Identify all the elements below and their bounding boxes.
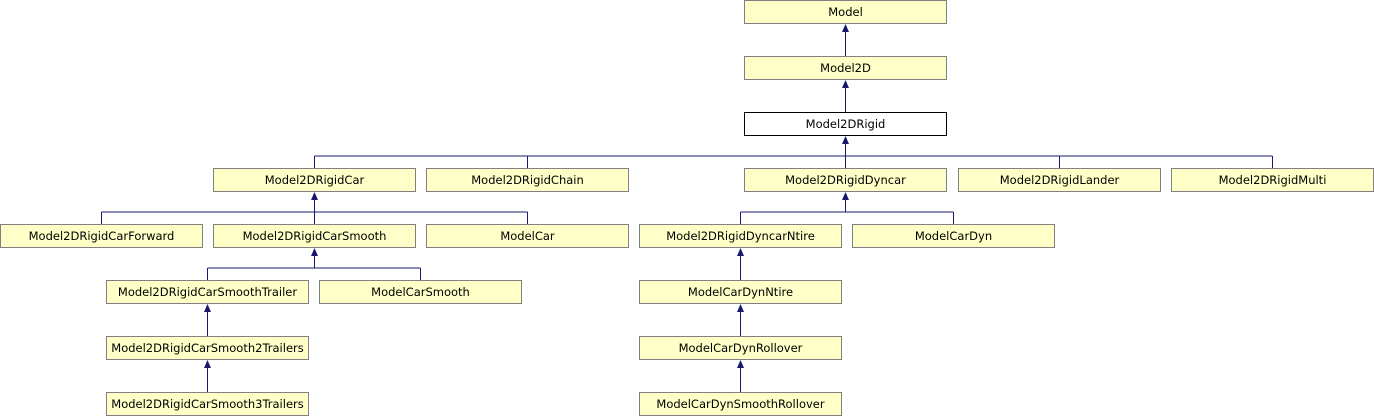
class-node-model2drigidlander[interactable]: Model2DRigidLander [958, 168, 1161, 192]
class-node-model2drigidcarsmoothtrailer[interactable]: Model2DRigidCarSmoothTrailer [106, 280, 309, 304]
arrowhead-to-model2drigidcarsmooth2trailers [204, 360, 211, 368]
class-node-modelcarsmooth[interactable]: ModelCarSmooth [319, 280, 522, 304]
class-node-modelcardynsmoothrollover[interactable]: ModelCarDynSmoothRollover [639, 392, 842, 416]
class-node-model2d[interactable]: Model2D [744, 56, 947, 80]
class-node-model2drigidcarsmooth[interactable]: Model2DRigidCarSmooth [213, 224, 416, 248]
arrowhead-to-model2drigiddyncar [842, 192, 849, 200]
class-node-modelcar[interactable]: ModelCar [426, 224, 629, 248]
arrowhead-to-modelcardynrollover [737, 360, 744, 368]
arrowhead-to-model [842, 24, 849, 32]
class-node-model2drigidmulti[interactable]: Model2DRigidMulti [1171, 168, 1374, 192]
arrowhead-to-model2drigiddyncarntire [737, 248, 744, 256]
class-node-model[interactable]: Model [744, 0, 947, 24]
class-node-modelcardynrollover[interactable]: ModelCarDynRollover [639, 336, 842, 360]
class-node-modelcardyn[interactable]: ModelCarDyn [852, 224, 1055, 248]
class-node-model2drigidcarsmooth3trailers[interactable]: Model2DRigidCarSmooth3Trailers [106, 392, 309, 416]
class-node-model2drigidcarforward[interactable]: Model2DRigidCarForward [0, 224, 203, 248]
arrowhead-to-model2drigidcar [311, 192, 318, 200]
class-node-model2drigiddyncar[interactable]: Model2DRigidDyncar [744, 168, 947, 192]
class-node-modelcardynntire[interactable]: ModelCarDynNtire [639, 280, 842, 304]
class-node-model2drigidcar[interactable]: Model2DRigidCar [213, 168, 416, 192]
arrowhead-to-model2drigidcarsmooth [311, 248, 318, 256]
class-node-model2drigiddyncarntire[interactable]: Model2DRigidDyncarNtire [639, 224, 842, 248]
arrowhead-to-modelcardynntire [737, 304, 744, 312]
class-node-model2drigidchain[interactable]: Model2DRigidChain [426, 168, 629, 192]
arrowhead-to-model2drigid [842, 136, 849, 144]
class-node-model2drigidcarsmooth2trailers[interactable]: Model2DRigidCarSmooth2Trailers [106, 336, 309, 360]
arrowhead-to-model2d [842, 80, 849, 88]
class-node-model2drigid: Model2DRigid [744, 112, 947, 136]
arrowhead-to-model2drigidcarsmoothtrailer [204, 304, 211, 312]
